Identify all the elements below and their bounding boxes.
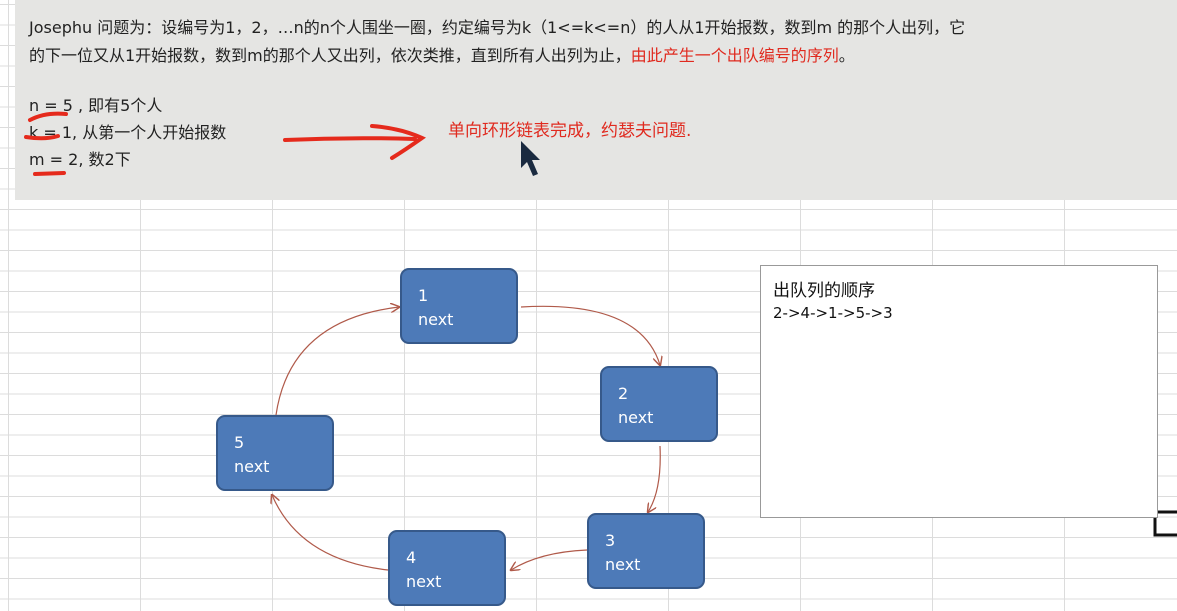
arrow-5-1 bbox=[275, 307, 399, 416]
node-number: 3 bbox=[605, 531, 616, 550]
node-number: 1 bbox=[418, 286, 429, 305]
problem-line-1: Josephu 问题为：设编号为1，2，…n的n个人围坐一圈，约定编号为k（1<… bbox=[29, 18, 966, 37]
node-number: 4 bbox=[406, 548, 417, 567]
cell-selection[interactable] bbox=[1153, 510, 1177, 537]
node-5: 5 next bbox=[216, 415, 334, 491]
node-number: 2 bbox=[618, 384, 629, 403]
node-next: next bbox=[234, 457, 270, 476]
m-param: m = 2, 数2下 bbox=[29, 150, 131, 169]
problem-line-2-highlight: 由此产生一个出队编号的序列 bbox=[630, 46, 839, 65]
node-number: 5 bbox=[234, 433, 245, 452]
cursor-icon bbox=[521, 141, 540, 176]
node-next: next bbox=[618, 408, 654, 427]
arrow-2-3 bbox=[648, 445, 661, 512]
node-2: 2 next bbox=[600, 366, 718, 442]
problem-note: Josephu 问题为：设编号为1，2，…n的n个人围坐一圈，约定编号为k（1<… bbox=[15, 0, 1177, 200]
arrow-shaft bbox=[283, 136, 417, 142]
problem-line-2-end: 。 bbox=[838, 46, 855, 65]
problem-line-2-text: 的下一位又从1开始报数，数到m的那个人又出列，依次类推，直到所有人出列为止， bbox=[29, 46, 631, 65]
solution-text: 单向环形链表完成，约瑟夫问题. bbox=[448, 121, 692, 141]
node-next: next bbox=[605, 555, 641, 574]
node-4: 4 next bbox=[388, 530, 506, 606]
node-next: next bbox=[418, 310, 454, 329]
order-title: 出队列的顺序 bbox=[773, 281, 875, 301]
underline-m bbox=[33, 171, 66, 176]
node-3: 3 next bbox=[587, 513, 705, 589]
arrow-3-4 bbox=[511, 549, 588, 570]
node-next: next bbox=[406, 572, 442, 591]
arrow-1-2 bbox=[520, 305, 660, 365]
underline-n bbox=[28, 111, 68, 122]
order-panel: 出队列的顺序 2->4->1->5->3 bbox=[760, 265, 1158, 518]
k-param: k = 1, 从第一个人开始报数 bbox=[29, 123, 227, 142]
underline-k bbox=[24, 134, 60, 141]
arrow-4-5 bbox=[272, 495, 389, 571]
node-1: 1 next bbox=[400, 268, 518, 344]
n-param: n = 5 , 即有5个人 bbox=[29, 96, 163, 115]
arrow-head bbox=[370, 124, 427, 160]
order-sequence: 2->4->1->5->3 bbox=[773, 304, 893, 322]
problem-line-2: 的下一位又从1开始报数，数到m的那个人又出列，依次类推，直到所有人出列为止，由此… bbox=[29, 42, 855, 66]
link-arrows bbox=[272, 306, 660, 570]
